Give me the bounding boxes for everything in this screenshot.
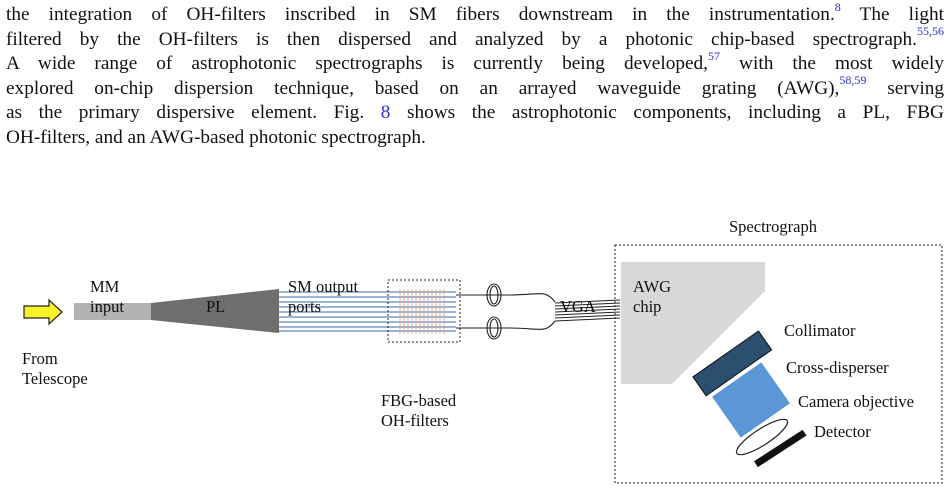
detector-label: Detector (814, 422, 871, 441)
paragraph-line: as the primary dispersive element. Fig. … (6, 101, 944, 126)
cross-disperser (712, 362, 790, 438)
mm-input-label: input (90, 297, 124, 316)
vga-fibers (554, 299, 621, 322)
camera-objective-lens (735, 418, 789, 456)
collimator (692, 330, 773, 397)
text-span: filtered by the OH-filters is then dispe… (6, 28, 917, 50)
body-paragraph: the integration of OH-filters inscribed … (6, 0, 945, 151)
photonic-lantern (151, 289, 279, 333)
paragraph-line: explored on-chip dispersion technique, b… (6, 74, 944, 102)
awg-label: AWG (633, 277, 671, 296)
cross-disperser-label: Cross-disperser (786, 358, 889, 377)
citation-link[interactable]: 57 (708, 48, 721, 63)
sm-ports-label: SM output (288, 277, 359, 296)
from-telescope-label: From (22, 349, 58, 368)
text-span: with the most widely (720, 53, 945, 75)
sm-ports-label: ports (288, 297, 321, 316)
awg-label: chip (633, 297, 661, 316)
citation-link[interactable]: 58,59 (839, 73, 867, 88)
spectrograph-label: Spectrograph (729, 217, 818, 236)
paragraph-line: filtered by the OH-filters is then dispe… (6, 25, 944, 53)
spectrograph-box (614, 244, 943, 484)
text-span: serving (866, 77, 944, 99)
mm-input-label: MM (90, 277, 120, 296)
paragraph-line: the integration of OH-filters inscribed … (6, 0, 944, 28)
from-telescope-label: Telescope (22, 369, 88, 388)
fbg-label: FBG-based (381, 391, 457, 410)
input-arrow-icon (23, 298, 63, 326)
citation-link[interactable]: 55,56 (917, 24, 944, 39)
paragraph-line: OH-filters, and an AWG-based photonic sp… (6, 126, 944, 151)
paragraph-line: A wide range of astrophotonic spectrogra… (6, 48, 945, 77)
text-span: the integration of OH-filters inscribed … (6, 4, 835, 25)
text-span: The light (840, 4, 944, 25)
fbg-label: OH-filters (381, 411, 449, 430)
text-span: explored on-chip dispersion technique, b… (6, 77, 840, 99)
awg-chip (621, 262, 765, 384)
camera-objective-label: Camera objective (798, 392, 914, 411)
text-span: OH-filters, and an AWG-based photonic sp… (6, 126, 426, 148)
vga-label: VGA (560, 297, 596, 316)
figure-link[interactable]: 8 (380, 102, 391, 124)
mm-input-fiber (74, 303, 151, 320)
text-span: as the primary dispersive element. Fig. (6, 102, 381, 124)
fbg-oh-filters (387, 279, 461, 343)
fiber-loop-icon (456, 283, 556, 340)
pl-label: PL (206, 297, 225, 316)
citation-link[interactable]: 8 (834, 0, 841, 14)
collimator-label: Collimator (784, 321, 856, 340)
text-span: A wide range of astrophotonic spectrogra… (6, 53, 709, 75)
text-span: shows the astrophotonic components, incl… (390, 102, 944, 124)
sm-fibers (279, 291, 392, 332)
detector (754, 429, 807, 468)
